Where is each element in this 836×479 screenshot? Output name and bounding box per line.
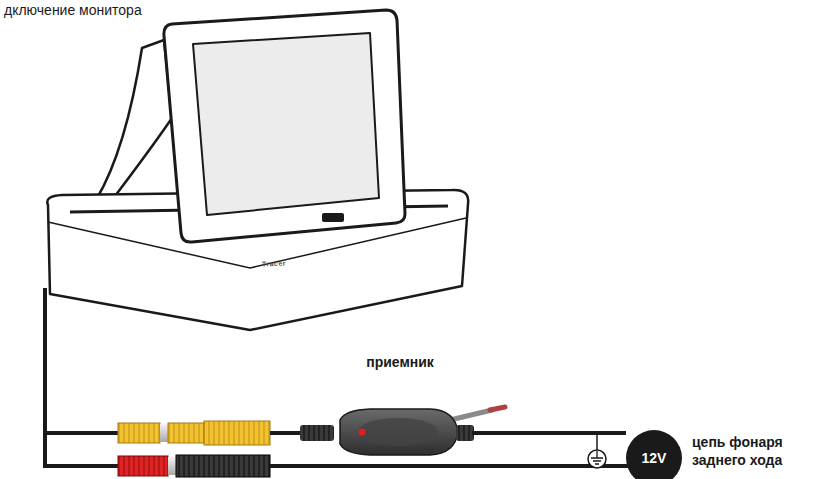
receiver-label: приемник: [320, 354, 480, 370]
yellow-socket: [204, 421, 270, 445]
receiver-window: [358, 418, 438, 446]
antenna-tip: [490, 407, 505, 410]
screen-display: [193, 33, 379, 215]
plug-band: [168, 457, 176, 475]
power-node: 12V цепь фонаря заднего хода: [626, 430, 826, 479]
led: [359, 429, 366, 436]
plug-band: [160, 424, 168, 442]
antenna: [450, 410, 492, 420]
receiver-body: [340, 409, 458, 455]
circuit-caption: цепь фонаря заднего хода: [692, 434, 820, 469]
receiver-wire: [270, 431, 302, 435]
receiver-node: приемник: [320, 352, 480, 462]
ground-symbol: [588, 450, 606, 468]
strain-relief: [300, 425, 334, 441]
voltage-label: 12V: [642, 450, 667, 466]
black-socket: [176, 455, 270, 477]
strain-relief: [456, 425, 474, 441]
power-circle: 12V: [626, 430, 682, 479]
page-title: дключение монитора: [4, 2, 142, 18]
screen-frame: [164, 10, 405, 242]
logo-label: Tracer: [262, 260, 286, 268]
red-plug: [118, 456, 168, 476]
yellow-plug: [168, 423, 204, 443]
monitor-cable: [45, 288, 118, 466]
ground-lead: [596, 433, 598, 450]
ground-wire: [270, 464, 628, 468]
power-wire: [480, 431, 626, 435]
stand-arm: [96, 40, 172, 200]
yellow-plug: [118, 423, 160, 443]
monitor-button: [322, 213, 344, 222]
ground-symbol: [591, 451, 603, 464]
